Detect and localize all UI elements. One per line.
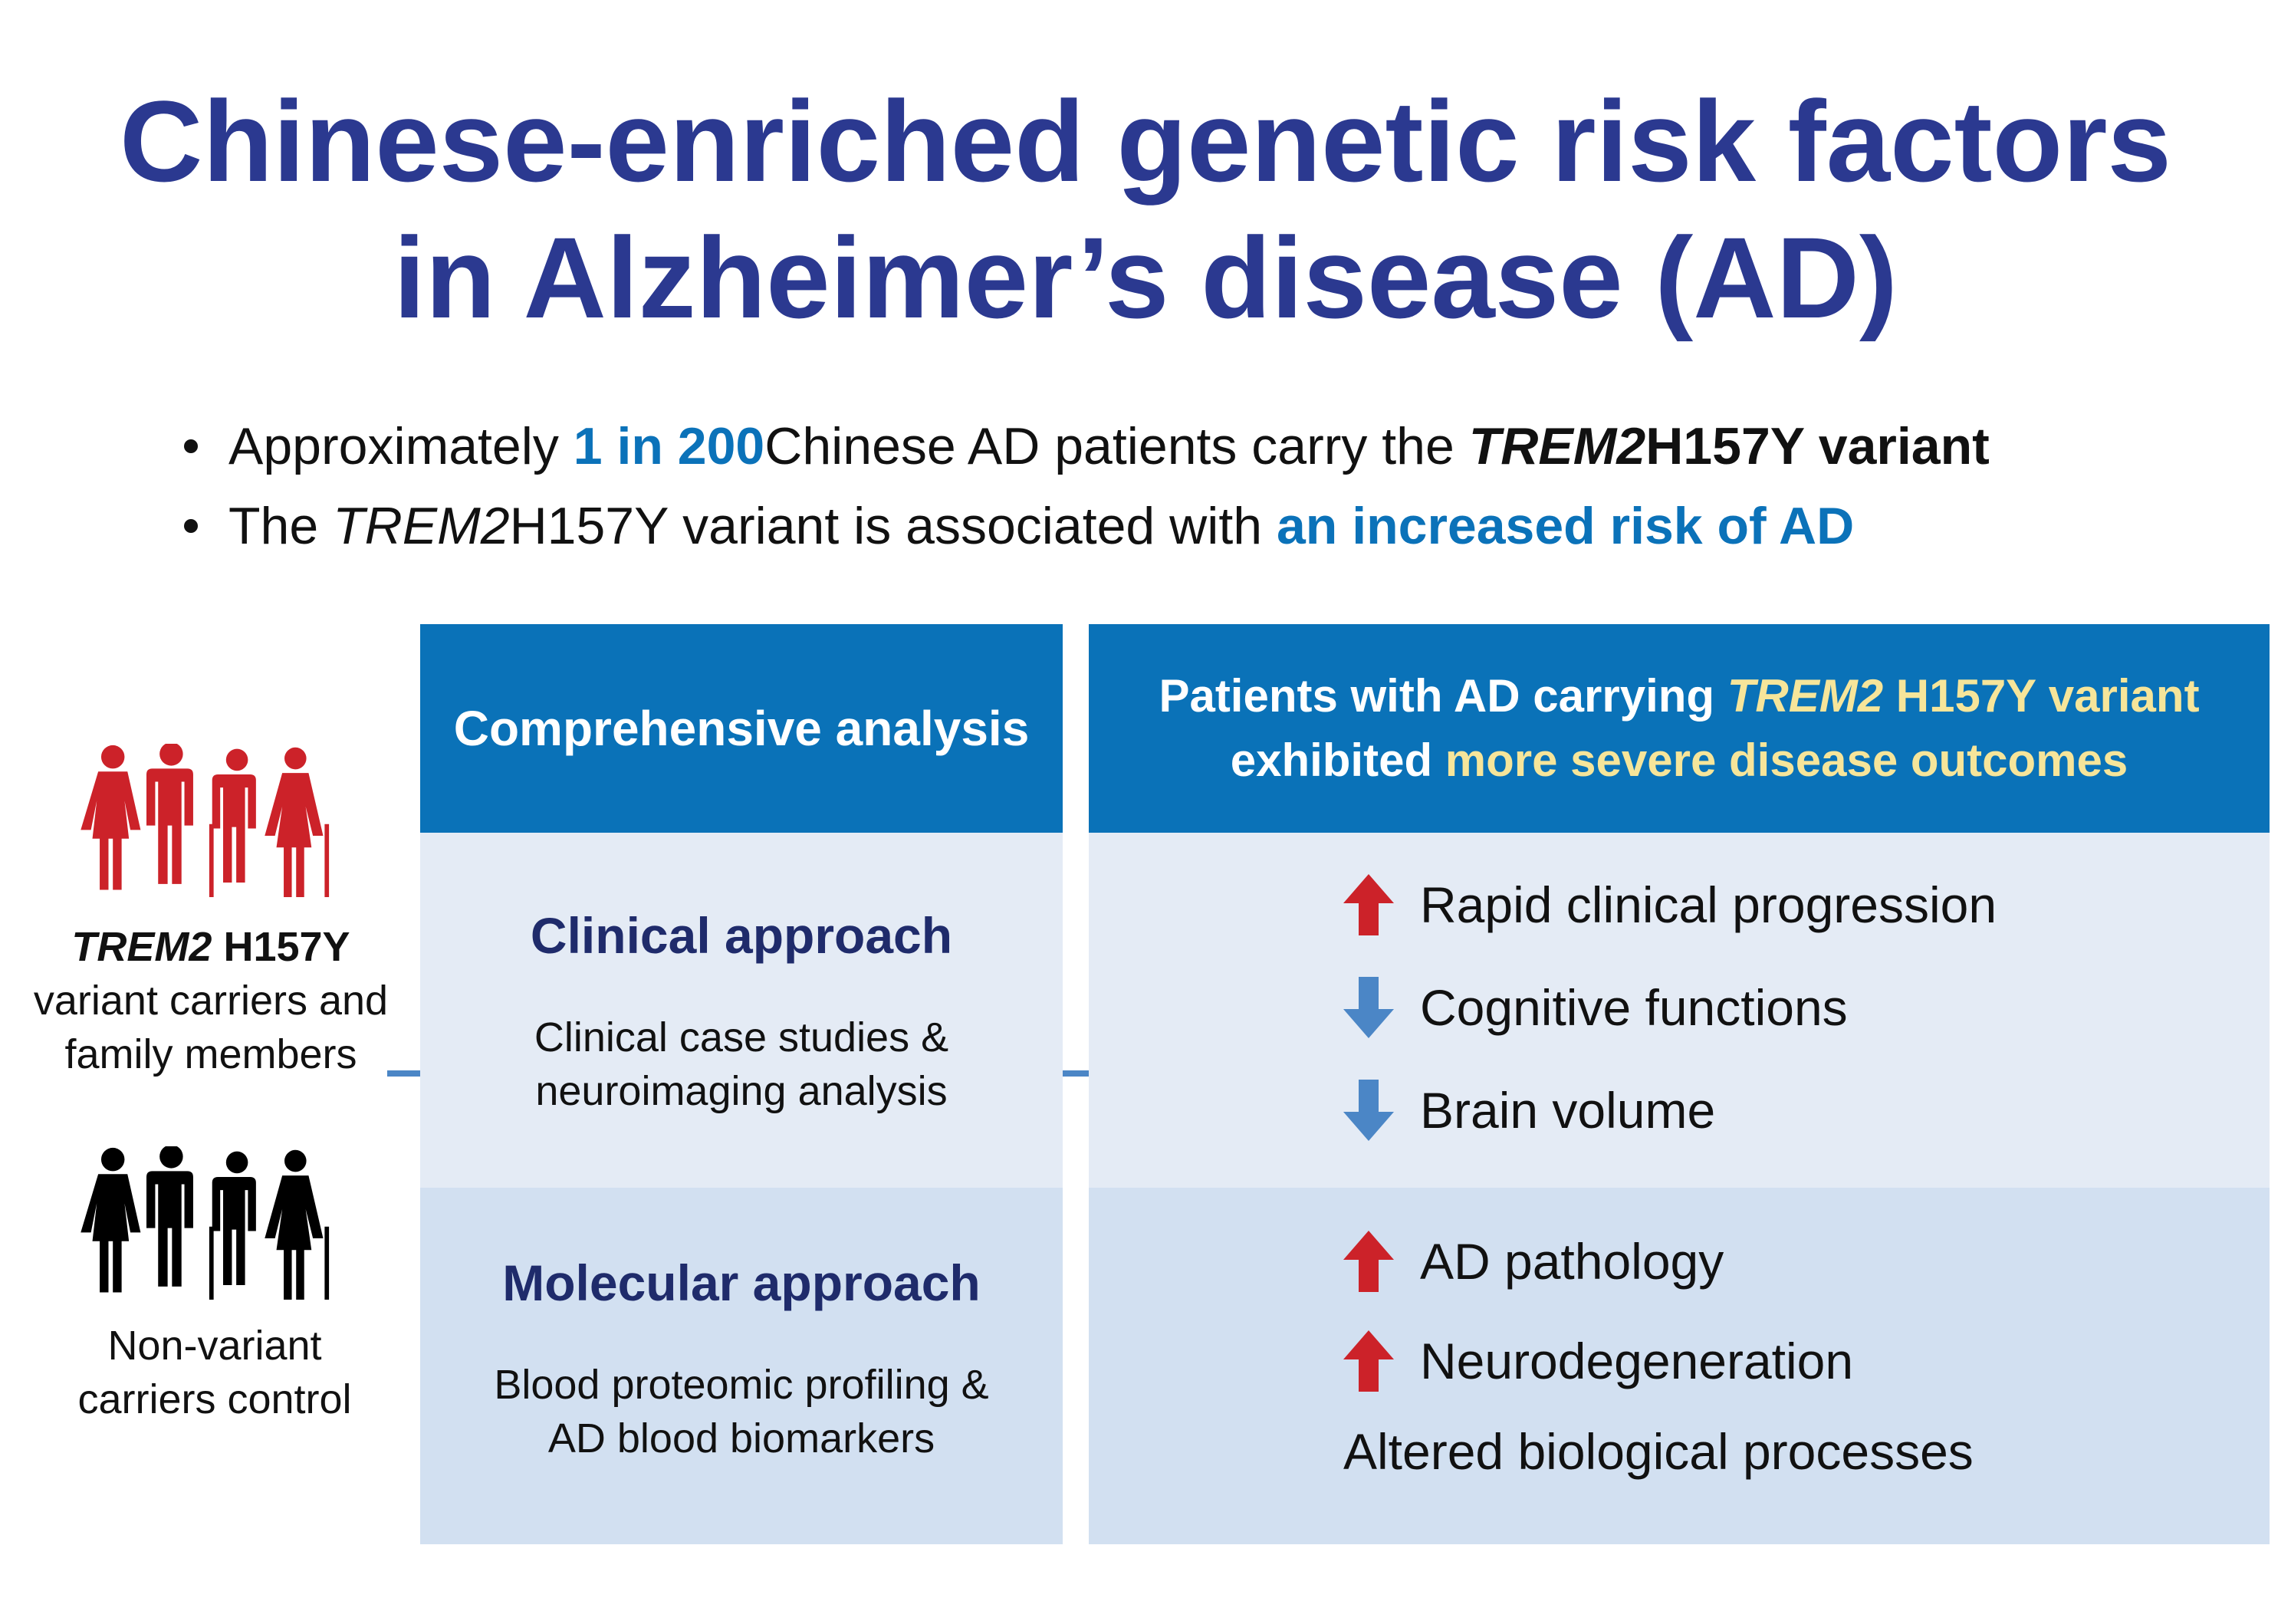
title-line-1: Chinese-enriched genetic risk factors [120, 77, 2171, 205]
molecular-approach-title: Molecular approach [502, 1254, 981, 1311]
clinical-approach-title: Clinical approach [530, 907, 953, 964]
risk-highlight: an increased risk of AD [1276, 497, 1855, 555]
bullet-prevalence: Approximately 1 in 200 Chinese AD patien… [184, 406, 1990, 486]
gene-name: TREM2 [1468, 417, 1646, 475]
outcome-brain-volume: Brain volume [1343, 1080, 1715, 1141]
gene-name: TREM2 [333, 497, 510, 555]
molecular-approach-cell: Molecular approach Blood proteomic profi… [420, 1188, 1063, 1544]
up-arrow-icon [1343, 1231, 1394, 1292]
clinical-outcomes-cell [1089, 833, 2270, 1188]
bullet-dot [184, 439, 198, 453]
clinical-approach-description: Clinical case studies & neuroimaging ana… [534, 1014, 949, 1114]
bullet-risk: The TREM2 H157Y variant is associated wi… [184, 486, 1990, 566]
outcomes-header: Patients with AD carrying TREM2 H157Y va… [1089, 624, 2270, 833]
down-arrow-icon [1343, 1080, 1394, 1141]
up-arrow-icon [1343, 1330, 1394, 1392]
control-group-label: Non-variant carriers control [77, 1323, 352, 1422]
outcome-rapid-progression: Rapid clinical progression [1343, 874, 1997, 935]
gene-name: TREM2 [1727, 670, 1884, 722]
key-findings-list: Approximately 1 in 200 Chinese AD patien… [184, 406, 1990, 566]
down-arrow-icon [1343, 977, 1394, 1038]
severity-highlight: more severe disease outcomes [1445, 735, 2128, 786]
molecular-approach-description: Blood proteomic profiling & AD blood bio… [494, 1362, 989, 1461]
infographic-title: Chinese-enriched genetic risk factors in… [0, 73, 2291, 346]
title-line-2: in Alzheimer’s disease (AD) [393, 213, 1898, 342]
outcome-cognitive-functions: Cognitive functions [1343, 977, 1848, 1038]
control-family-icon [81, 1146, 330, 1300]
clinical-approach-cell: Clinical approach Clinical case studies … [420, 833, 1063, 1188]
outcome-ad-pathology: AD pathology [1343, 1231, 1724, 1292]
up-arrow-icon [1343, 874, 1394, 935]
outcome-neurodegeneration: Neurodegeneration [1343, 1330, 1853, 1392]
carrier-family-icon [81, 744, 330, 897]
bullet-dot [184, 519, 198, 533]
analysis-header: Comprehensive analysis [420, 624, 1063, 833]
outcome-altered-processes: Altered biological processes [1343, 1423, 1974, 1480]
carrier-group-label: TREM2 H157Y variant carriers and family … [33, 924, 389, 1077]
molecular-outcomes-cell [1089, 1188, 2270, 1544]
prevalence-highlight: 1 in 200 [573, 417, 765, 475]
